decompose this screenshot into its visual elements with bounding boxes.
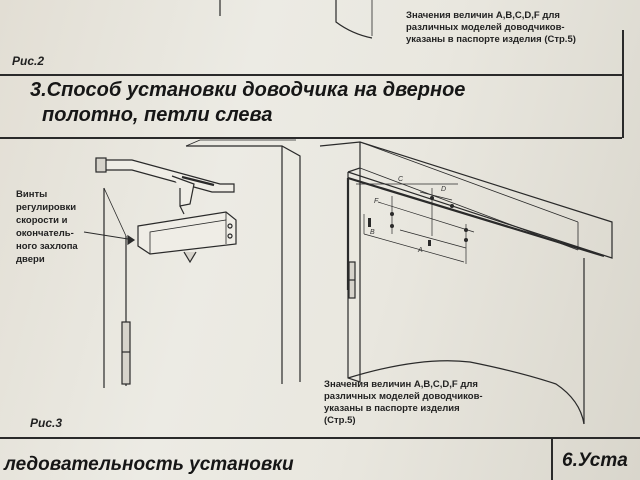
fig3-values-note: Значения величин A,B,C,D,F для различных… — [324, 379, 483, 426]
fig2-caption: Рис.2 — [12, 54, 45, 68]
fig2-values-note: Значения величин A,B,C,D,F для различных… — [406, 10, 576, 45]
adjustment-screws-note: Винты регулировки скорости и окончатель-… — [16, 189, 78, 265]
dimension-label-f: F — [374, 198, 379, 205]
divider-top — [0, 74, 622, 76]
divider-vertical-bottom — [551, 437, 553, 480]
divider-bottom — [0, 437, 640, 439]
fig2-fragment — [219, 0, 373, 39]
section5-title-partial: ледовательность установки — [4, 454, 294, 475]
dimension-label-a: A — [418, 247, 423, 254]
fig3-caption: Рис.3 — [30, 416, 63, 430]
dimension-label-d: D — [441, 186, 447, 193]
dimension-label-c: C — [398, 176, 404, 183]
divider-vertical-top — [622, 30, 624, 138]
dimension-label-b: B — [370, 229, 375, 236]
section6-title-partial: 6.Уста — [562, 450, 628, 471]
divider-mid — [0, 137, 622, 139]
fig3-dimension-diagram — [319, 141, 613, 425]
section3-title: 3.Способ установки доводчика на дверное … — [30, 79, 466, 126]
fig3-door-closer-drawing — [83, 139, 301, 388]
